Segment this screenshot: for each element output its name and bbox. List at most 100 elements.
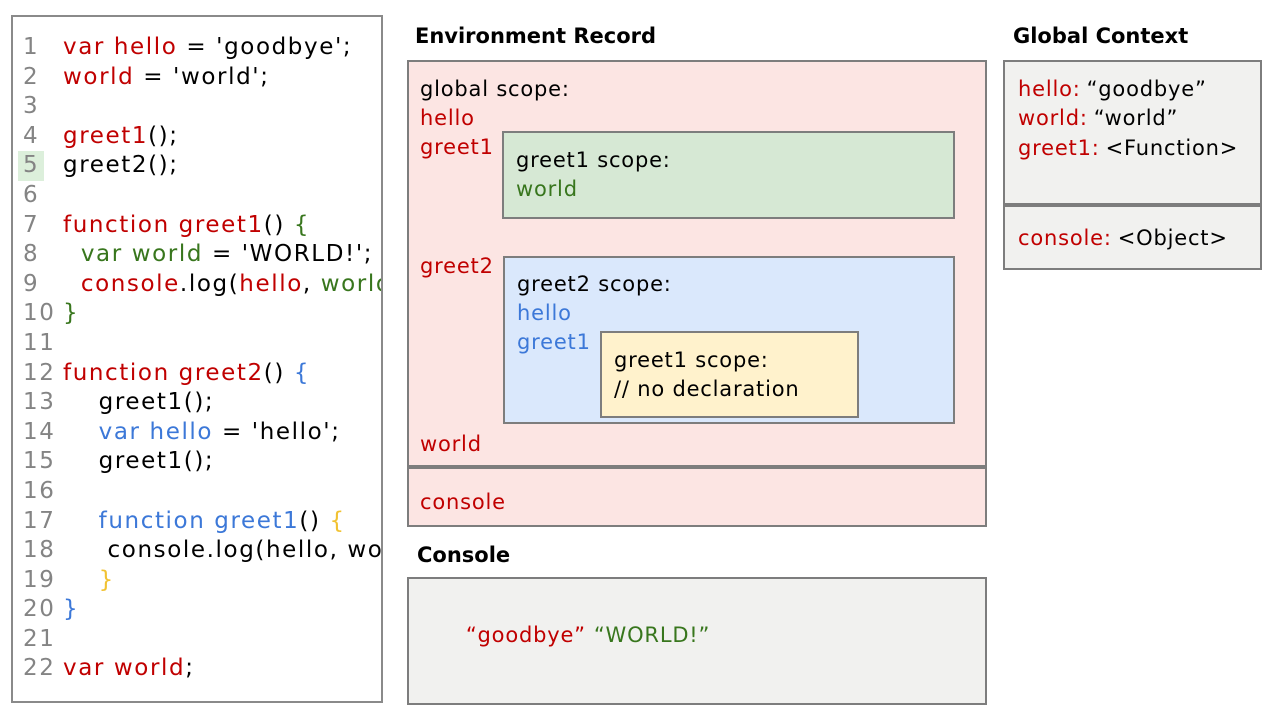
global-scope-var-greet1: greet1 bbox=[420, 135, 494, 159]
code-text: console.log(hello, world); bbox=[107, 537, 383, 564]
code-text: } bbox=[63, 596, 80, 623]
line-number: 18 bbox=[23, 537, 56, 564]
entry-label: greet1: bbox=[1018, 135, 1100, 160]
code-text: function greet2() { bbox=[63, 359, 311, 386]
code-line: 9 console.log(hello, world); bbox=[13, 270, 381, 300]
code-line: 18 console.log(hello, world); bbox=[13, 536, 381, 566]
global-scope-var-greet2: greet2 bbox=[420, 254, 494, 278]
greet2-scope-title: greet2 scope: bbox=[517, 272, 672, 296]
environment-record-heading: Environment Record bbox=[415, 24, 657, 48]
code-text: var world; bbox=[63, 655, 195, 682]
line-number: 16 bbox=[23, 477, 56, 504]
line-number: 20 bbox=[23, 596, 56, 623]
greet1-scope-var-world: world bbox=[516, 177, 578, 201]
global-context-console-box: console:<Object> bbox=[1003, 205, 1262, 270]
greet2-scope-box: greet2 scope: hello greet1 greet1 scope:… bbox=[503, 256, 955, 424]
code-text: console.log(hello, world); bbox=[80, 270, 381, 297]
console-record-box: console bbox=[407, 467, 987, 527]
global-context-entry-hello: hello:“goodbye” bbox=[1018, 75, 1238, 104]
global-scope-var-hello: hello bbox=[420, 106, 475, 130]
code-line: 10} bbox=[13, 299, 381, 329]
code-line: 21 bbox=[13, 625, 381, 655]
greet1-inner-scope-box: greet1 scope: // no declaration bbox=[600, 331, 859, 418]
global-context-entry-world: world:“world” bbox=[1018, 104, 1238, 133]
entry-value: “goodbye” bbox=[1086, 77, 1207, 101]
greet1-inner-scope-comment: // no declaration bbox=[614, 377, 800, 401]
global-context-entry-console: console:<Object> bbox=[1018, 224, 1228, 253]
console-output-line: “goodbye” “WORLD!” bbox=[421, 592, 710, 680]
code-line: 8 var world = 'WORLD!'; bbox=[13, 240, 381, 270]
code-line: 17 function greet1() { bbox=[13, 507, 381, 537]
greet1-scope-box: greet1 scope: world bbox=[502, 131, 955, 219]
code-text: var world = 'WORLD!'; bbox=[63, 241, 374, 268]
entry-label: world: bbox=[1018, 106, 1088, 131]
line-number: 5 bbox=[13, 151, 63, 181]
global-context-heading: Global Context bbox=[1013, 24, 1189, 48]
line-number: 15 bbox=[23, 448, 56, 475]
line-number: 14 bbox=[23, 418, 56, 445]
global-scope-var-world: world bbox=[420, 432, 482, 456]
line-number: 22 bbox=[23, 655, 56, 682]
code-text: } bbox=[63, 566, 115, 593]
line-number: 7 bbox=[23, 211, 40, 238]
code-text: world = 'world'; bbox=[63, 63, 270, 90]
code-text: } bbox=[63, 300, 80, 327]
line-number: 1 bbox=[23, 34, 40, 60]
entry-label: console: bbox=[1018, 226, 1112, 250]
console-output-goodbye: “goodbye” bbox=[465, 623, 586, 648]
greet1-inner-scope-title: greet1 scope: bbox=[614, 348, 769, 372]
global-context-entry-greet1: greet1:<Function> bbox=[1018, 134, 1238, 163]
line-number: 17 bbox=[23, 507, 56, 534]
line-number: 4 bbox=[23, 122, 40, 149]
greet2-scope-var-hello: hello bbox=[517, 301, 572, 325]
global-scope-box: global scope: hello greet1 greet2 world … bbox=[407, 60, 987, 467]
code-line: 7 function greet1() { bbox=[13, 211, 381, 241]
console-record-var: console bbox=[420, 490, 506, 514]
code-text: greet1(); bbox=[63, 448, 215, 475]
line-number: 10 bbox=[23, 300, 56, 327]
code-line: 20} bbox=[13, 595, 381, 625]
code-line: 14 var hello = 'hello'; bbox=[13, 418, 381, 448]
code-line: 12 function greet2() { bbox=[13, 359, 381, 389]
code-text: var hello = 'goodbye'; bbox=[63, 34, 353, 60]
entry-value: <Function> bbox=[1105, 135, 1239, 160]
line-number: 6 bbox=[23, 181, 40, 208]
global-scope-title: global scope: bbox=[420, 77, 570, 101]
code-line: 4 greet1(); bbox=[13, 122, 381, 152]
code-line: 15 greet1(); bbox=[13, 447, 381, 477]
code-text: greet1(); bbox=[63, 122, 179, 149]
code-text: greet1(); bbox=[63, 389, 215, 416]
line-number: 12 bbox=[23, 359, 56, 386]
entry-value: <Object> bbox=[1117, 226, 1228, 250]
line-number: 19 bbox=[23, 566, 56, 593]
console-heading: Console bbox=[417, 543, 511, 567]
line-number: 11 bbox=[23, 329, 56, 356]
entry-label: hello: bbox=[1018, 77, 1081, 101]
global-context-variables-box: hello:“goodbye” world:“world” greet1:<Fu… bbox=[1003, 60, 1262, 205]
code-line: 19 } bbox=[13, 566, 381, 596]
code-line: 16 bbox=[13, 477, 381, 507]
line-number: 3 bbox=[23, 93, 40, 120]
global-context-rows: hello:“goodbye” world:“world” greet1:<Fu… bbox=[1018, 75, 1238, 163]
line-number: 8 bbox=[23, 241, 40, 268]
code-line: 13 greet1(); bbox=[13, 388, 381, 418]
code-line: 3 bbox=[13, 92, 381, 122]
line-number: 9 bbox=[23, 270, 40, 297]
greet1-scope-title: greet1 scope: bbox=[516, 148, 671, 172]
code-text: greet2(); bbox=[63, 152, 179, 179]
code-line: 11 bbox=[13, 329, 381, 359]
code-line: 22 var world; bbox=[13, 654, 381, 684]
line-number: 13 bbox=[23, 389, 56, 416]
code-line: 6 bbox=[13, 181, 381, 211]
console-output-world: “WORLD!” bbox=[593, 623, 711, 648]
code-line: 1 var hello = 'goodbye'; bbox=[13, 33, 381, 63]
code-text: function greet1() { bbox=[63, 507, 346, 534]
code-text: function greet1() { bbox=[63, 211, 311, 238]
line-number: 21 bbox=[23, 625, 56, 652]
console-output-box: “goodbye” “WORLD!” bbox=[407, 577, 987, 705]
